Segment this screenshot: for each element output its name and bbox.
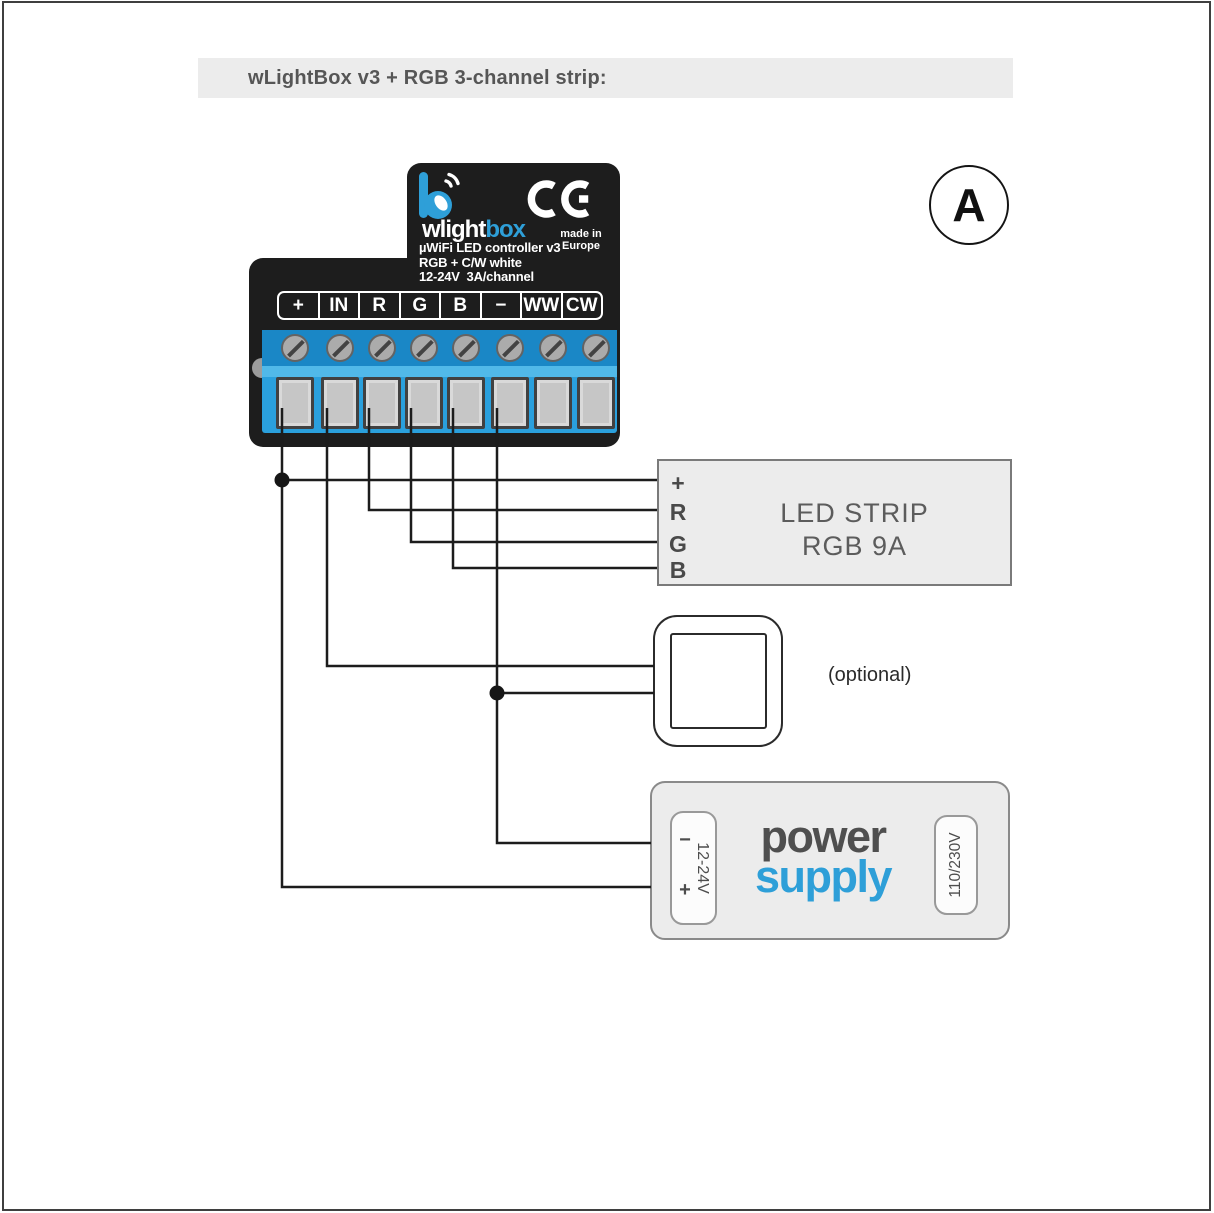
power-supply-logo: power supply — [754, 811, 893, 902]
screw-icon — [410, 334, 438, 362]
terminal-block-highlight — [262, 366, 617, 377]
screw-icon — [496, 334, 524, 362]
wire-opening — [321, 377, 359, 429]
led-strip-box: + R G B LED STRIP RGB 9A — [657, 459, 1012, 586]
wire-opening — [534, 377, 572, 429]
diagram-title: wLightBox v3 + RGB 3-channel strip: — [248, 66, 607, 89]
psu-minus-label: − — [679, 829, 691, 851]
wire-in — [325, 408, 654, 668]
led-input-plus: + — [671, 470, 685, 496]
wordmark: wlightbox — [422, 216, 526, 244]
wire-r — [367, 408, 657, 512]
device-spec-text: µWiFi LED controller v3 RGB + C/W white … — [419, 240, 561, 284]
title-bar: wLightBox v3 + RGB 3-channel strip: — [198, 58, 1013, 98]
wordmark-wlight: wlight — [422, 216, 486, 243]
terminal-label-g: G — [401, 293, 441, 318]
screw-icon — [368, 334, 396, 362]
wire-b — [451, 408, 657, 570]
wifi-waves-icon — [444, 172, 460, 188]
screw-icon — [281, 334, 309, 362]
made-in-label: made in Europe — [560, 228, 602, 252]
power-supply-box: − + 12-24V power supply 110/230V — [650, 781, 1010, 940]
wire-minus — [495, 408, 651, 845]
screw-icon — [452, 334, 480, 362]
junction-dot-minus — [489, 685, 505, 701]
led-input-b: B — [669, 557, 687, 583]
wire-opening — [447, 377, 485, 429]
terminal-label-minus: − — [482, 293, 522, 318]
led-strip-label: LED STRIP RGB 9A — [780, 498, 929, 561]
terminal-label-b: B — [441, 293, 482, 318]
wire-opening — [577, 377, 615, 429]
terminal-label-plus: + — [279, 293, 320, 318]
blebox-b-icon — [419, 172, 460, 219]
optional-note: (optional) — [828, 664, 912, 686]
terminal-label-cw: CW — [565, 294, 598, 316]
ce-mark-icon — [527, 180, 590, 218]
variant-badge: A — [929, 165, 1009, 245]
terminal-label-ww: WW — [522, 293, 563, 318]
junction-dot-plus — [274, 472, 290, 488]
variant-letter: A — [952, 179, 986, 231]
terminal-label-row: + IN R G B − WW CW — [277, 291, 603, 320]
wordmark-box: box — [485, 216, 526, 243]
screw-icon — [582, 334, 610, 362]
wall-switch-button — [669, 633, 767, 729]
led-input-g: G — [669, 531, 687, 557]
psu-ac-connector: 110/230V — [934, 815, 978, 915]
psu-plus-label: + — [679, 879, 691, 901]
wire-plus — [280, 408, 651, 889]
screw-icon — [326, 334, 354, 362]
psu-dc-connector: − + 12-24V — [670, 811, 717, 925]
terminal-label-in: IN — [320, 293, 360, 318]
terminal-label-r: R — [360, 293, 401, 318]
wall-switch — [653, 615, 783, 747]
wire-g — [409, 408, 657, 544]
led-input-r: R — [669, 499, 687, 525]
screw-icon — [539, 334, 567, 362]
